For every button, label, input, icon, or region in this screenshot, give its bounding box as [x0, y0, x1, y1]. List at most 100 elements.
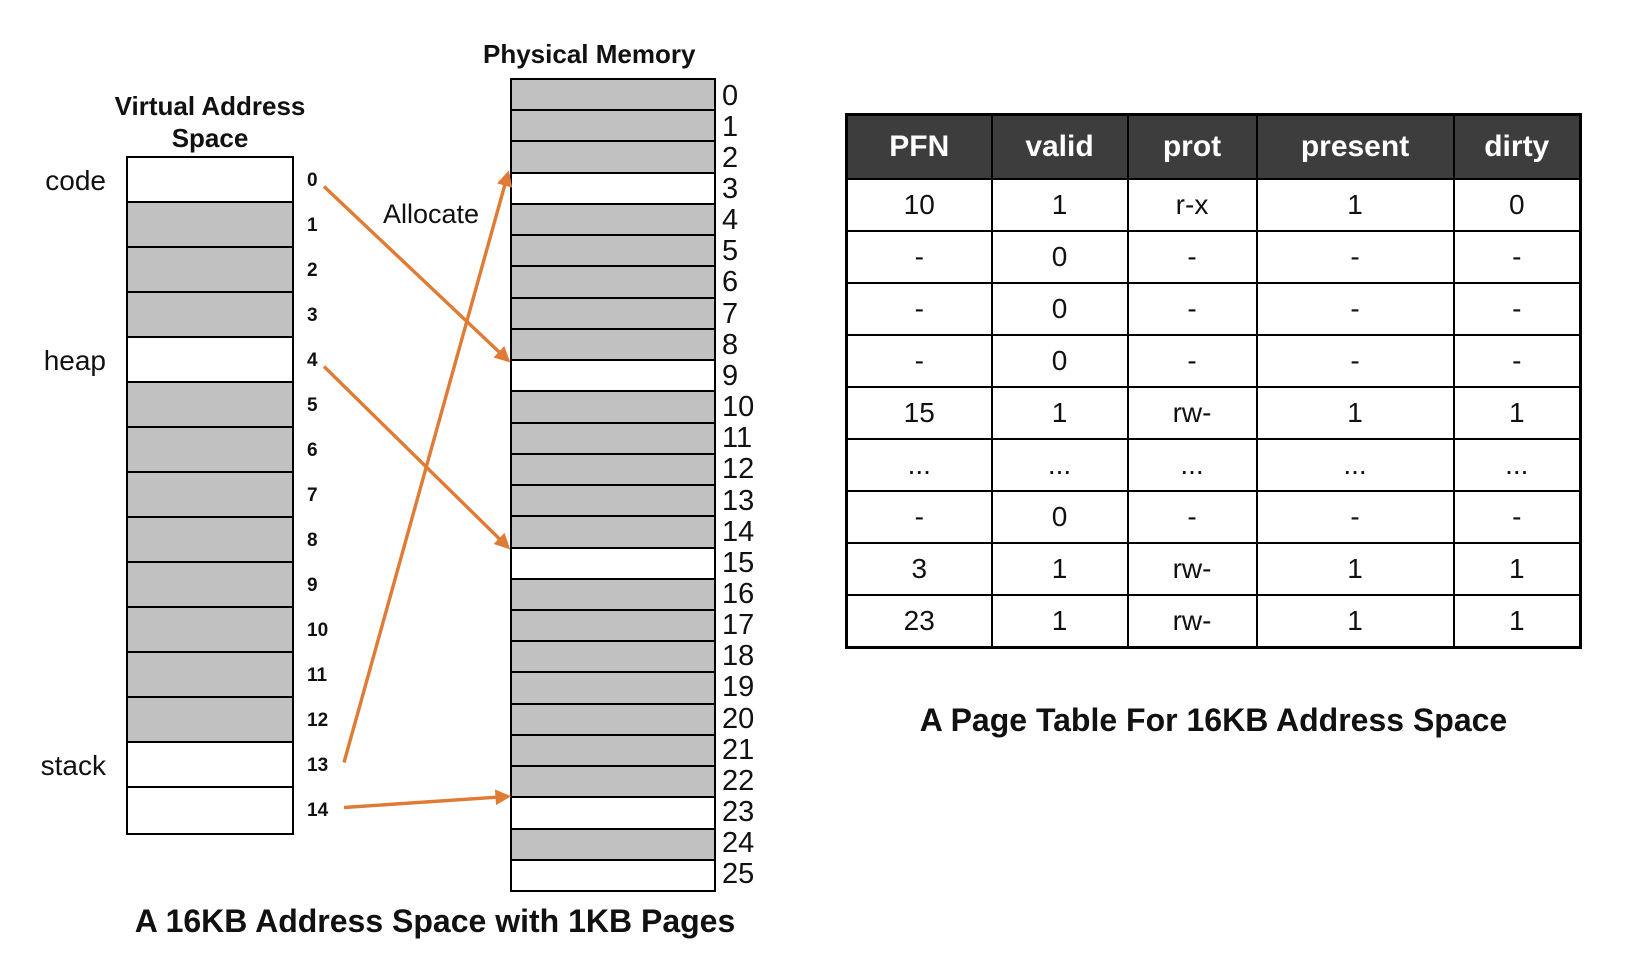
page-table-cell-r8c0: 23	[845, 594, 993, 649]
vas-cell-3	[128, 293, 292, 338]
address-space-caption: A 16KB Address Space with 1KB Pages	[134, 903, 736, 939]
page-table-cell-r3c2: -	[1126, 334, 1258, 388]
page-table-row-2: -0---	[845, 282, 1582, 336]
page-table-cell-r4c0: 15	[845, 386, 993, 440]
pfn-label-23: 23	[722, 796, 755, 829]
pfn-label-10: 10	[722, 391, 755, 424]
vpn-label-3: 3	[307, 304, 318, 326]
page-table-cell-r4c3: 1	[1255, 386, 1455, 440]
page-table-cell-r0c3: 1	[1255, 178, 1455, 232]
page-table-cell-r1c0: -	[845, 230, 993, 284]
page-table-cell-r2c4: -	[1452, 282, 1582, 336]
page-table-row-5: ...............	[845, 438, 1582, 492]
pm-cell-15	[512, 548, 714, 580]
vas-cell-0	[128, 158, 292, 203]
physical-memory-column	[510, 78, 716, 892]
pfn-label-22: 22	[722, 764, 755, 797]
pm-cell-7	[512, 298, 714, 330]
pfn-label-14: 14	[722, 515, 755, 548]
pm-cell-4	[512, 204, 714, 237]
page-table-cell-r5c4: ...	[1452, 438, 1582, 492]
vpn-label-12: 12	[307, 709, 329, 731]
page-table-header-dirty: dirty	[1452, 113, 1582, 180]
vpn-label-2: 2	[307, 259, 318, 281]
pfn-label-8: 8	[722, 328, 739, 361]
pfn-label-12: 12	[722, 453, 755, 486]
pfn-label-24: 24	[722, 827, 755, 860]
vas-title: Virtual Address Space	[110, 90, 310, 154]
pm-cell-24	[512, 829, 714, 861]
pfn-label-9: 9	[722, 359, 739, 392]
vpn-label-10: 10	[307, 619, 329, 641]
allocate-arrow-vpn14-to-frame23	[343, 789, 512, 810]
page-table-header-present: present	[1255, 113, 1455, 180]
page-table-cell-r0c1: 1	[990, 178, 1129, 232]
vas-cell-8	[128, 518, 292, 563]
page-table-header-valid: valid	[990, 113, 1129, 180]
pfn-label-16: 16	[722, 577, 755, 610]
page-table-cell-r0c0: 10	[845, 178, 993, 232]
segment-label-heap: heap	[43, 344, 106, 376]
vpn-label-13: 13	[307, 754, 329, 776]
page-table-cell-r2c0: -	[845, 282, 993, 336]
page-table-cell-r0c2: r-x	[1126, 178, 1258, 232]
page-table-cell-r3c0: -	[845, 334, 993, 388]
vpn-label-4: 4	[307, 349, 318, 371]
pm-cell-2	[512, 142, 714, 174]
page-table-cell-r7c3: 1	[1255, 542, 1455, 596]
page-table-cell-r2c2: -	[1126, 282, 1258, 336]
page-table-cell-r2c3: -	[1255, 282, 1455, 336]
pfn-label-18: 18	[722, 640, 755, 673]
pfn-label-17: 17	[722, 609, 755, 642]
vpn-label-7: 7	[307, 484, 318, 506]
segment-label-code: code	[45, 164, 106, 196]
page-table-header-PFN: PFN	[845, 113, 993, 180]
page-table-cell-r6c4: -	[1452, 490, 1582, 544]
page-table-cell-r3c1: 0	[990, 334, 1129, 388]
allocate-arrow-vpn4-to-frame15	[322, 365, 511, 550]
allocate-label: Allocate	[383, 199, 480, 229]
pm-cell-0	[512, 80, 714, 112]
pm-cell-23	[512, 798, 714, 830]
pm-cell-19	[512, 673, 714, 705]
pm-cell-25	[512, 860, 714, 891]
page-table-header-prot: prot	[1126, 113, 1258, 180]
page-table-row-6: -0---	[845, 490, 1582, 544]
pfn-label-20: 20	[722, 702, 755, 735]
pm-cell-1	[512, 111, 714, 143]
page-table-cell-r8c4: 1	[1452, 594, 1582, 649]
pm-cell-22	[512, 767, 714, 799]
pm-cell-18	[512, 642, 714, 674]
vas-cell-4	[128, 338, 292, 383]
vpn-label-6: 6	[307, 439, 318, 461]
vas-title-line2: Space	[171, 123, 249, 153]
page-table-cell-r1c2: -	[1126, 230, 1258, 284]
pfn-label-7: 7	[722, 297, 739, 330]
pm-cell-16	[512, 579, 714, 611]
pm-cell-13	[512, 486, 714, 518]
page-table-cell-r1c4: -	[1452, 230, 1582, 284]
pm-cell-9	[512, 361, 714, 393]
pfn-label-21: 21	[722, 733, 755, 766]
pfn-label-0: 0	[722, 79, 739, 112]
pm-cell-20	[512, 704, 714, 736]
vas-cell-11	[128, 653, 292, 698]
page-table-cell-r6c1: 0	[990, 490, 1129, 544]
page-table-cell-r3c3: -	[1255, 334, 1455, 388]
page-table-cell-r5c3: ...	[1255, 438, 1455, 492]
page-table-cell-r4c4: 1	[1452, 386, 1582, 440]
pm-cell-5	[512, 236, 714, 268]
page-table-cell-r0c4: 0	[1452, 178, 1582, 232]
page-table-caption: A Page Table For 16KB Address Space	[919, 702, 1508, 738]
segment-label-stack: stack	[40, 749, 106, 781]
pfn-label-2: 2	[722, 141, 739, 174]
pm-title: Physical Memory	[483, 39, 696, 69]
page-table-cell-r8c3: 1	[1255, 594, 1455, 649]
pfn-label-3: 3	[722, 173, 739, 206]
vas-cell-14	[128, 788, 292, 833]
pfn-label-6: 6	[722, 266, 739, 299]
